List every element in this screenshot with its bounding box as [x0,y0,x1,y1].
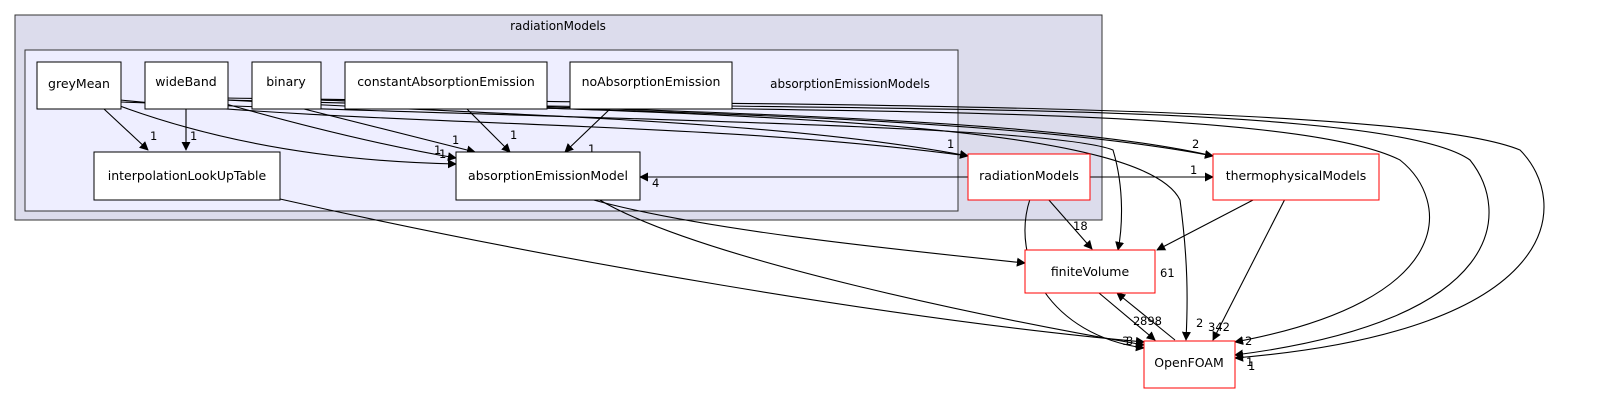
edge-loop-1 [546,105,1430,345]
edge-greyMean-absorption [119,105,457,169]
edge-label: 1 [434,143,441,157]
node-label: OpenFOAM [1154,355,1224,370]
node-box [344,61,548,110]
edge-label: 342 [1208,320,1230,334]
edge-radiation-finiteVolume [1047,198,1093,250]
node-box [1143,340,1236,389]
edge-wideBand-absorption [225,103,457,162]
edge-interp-OpenFOAM [279,198,1145,346]
edge-greyMean-interpolation [103,108,149,151]
node-wideBand[interactable]: wideBand [144,61,229,110]
edge-label: 2 [1245,334,1252,348]
edge-label: 1 [1190,163,1197,177]
edge-label: 1 [1248,359,1255,373]
node-label: constantAbsorptionEmission [357,74,535,89]
node-box [569,61,733,110]
node-noAbsorptionEmission[interactable]: noAbsorptionEmission [569,61,733,110]
node-label: radiationModels [979,168,1079,183]
edge-thermo-OpenFOAM [1212,198,1286,341]
edge-constant-absorption [466,108,511,153]
node-box [1024,249,1156,294]
edge-label: 18 [1073,219,1088,233]
cluster-outer-label: radiationModels [510,19,606,33]
edge-noAbsorption-absorption [564,108,611,153]
node-box [36,61,122,110]
edge-finiteVolume-OpenFOAM [1098,292,1156,341]
edge-label: 2 [1192,137,1199,151]
node-label: interpolationLookUpTable [108,168,267,183]
edge-to-radiationModels [225,99,969,159]
cluster-inner-label: absorptionEmissionModels [770,77,930,91]
node-label: finiteVolume [1051,264,1130,279]
node-OpenFOAM[interactable]: OpenFOAM [1143,340,1236,389]
edge-label: 1 [439,147,446,161]
edge-label: 898 [1140,314,1162,328]
node-label: greyMean [48,76,110,91]
edge-label: 61 [1160,266,1175,280]
edge-label: 1 [588,142,595,156]
node-binary[interactable]: binary [251,61,322,110]
node-constantAbsorptionEmission[interactable]: constantAbsorptionEmission [344,61,548,110]
edge-label: 1 [510,128,517,142]
edge-label: 3 [1126,334,1133,348]
node-label: absorptionEmissionModel [468,168,628,183]
node-greyMean[interactable]: greyMean [36,61,122,110]
edge-label: 1 [150,129,157,143]
node-box [967,153,1091,201]
node-label: wideBand [155,74,216,89]
node-thermophysicalModels[interactable]: thermophysicalModels [1212,153,1380,201]
node-finiteVolume[interactable]: finiteVolume [1024,249,1156,294]
edge-label: 2 [1133,314,1140,328]
edge-thermo-finiteVolume [1156,198,1256,251]
edge-label: 1 [190,129,197,143]
edge-label: 4 [652,176,659,190]
edge-to-radiationModels-2 [119,99,969,157]
edge-absorption-finiteVolume [589,198,1026,267]
node-box [93,151,281,201]
node-label: binary [266,74,306,89]
node-radiationModels[interactable]: radiationModels [967,153,1091,201]
node-interpolationLookUpTable[interactable]: interpolationLookUpTable [93,151,281,201]
edge-label: 2 [1196,316,1203,330]
edge-to-finiteVolume [119,101,1124,251]
node-label: noAbsorptionEmission [582,74,721,89]
edge-label: 1 [1246,355,1253,369]
node-box [1212,153,1380,201]
edge-OpenFOAM-finiteVolume [1116,292,1176,341]
edge-label: 1 [452,133,459,147]
node-box [251,61,322,110]
edge-label: 3 [1122,334,1129,348]
node-absorptionEmissionModel[interactable]: absorptionEmissionModel [455,151,641,201]
edge-loop-2 [729,105,1490,359]
edge-label: 1 [947,137,954,151]
node-box [455,151,641,201]
node-box [144,61,229,110]
node-label: thermophysicalModels [1226,168,1367,183]
edge-absorption-OpenFOAM [597,198,1145,349]
